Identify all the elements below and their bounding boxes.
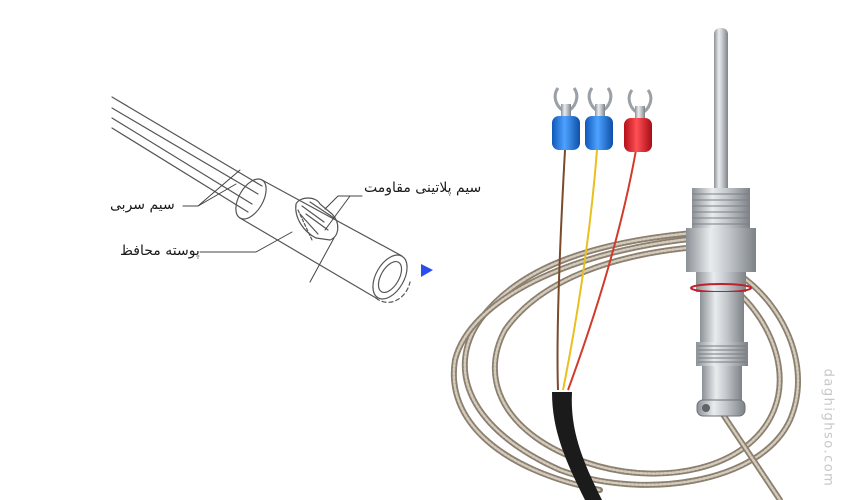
watermark: daghighso.com bbox=[812, 362, 844, 494]
label-protective-sheath: پوسته محافظ bbox=[120, 243, 200, 259]
terminal-red bbox=[624, 89, 653, 152]
protective-tube bbox=[235, 178, 411, 303]
pt100-sensor bbox=[450, 28, 802, 500]
terminal-blue-right bbox=[585, 87, 613, 150]
terminal-blue-left bbox=[552, 87, 580, 150]
label-platinum-wire: سیم پلاتینی مقاومت bbox=[364, 180, 482, 196]
lead-wires bbox=[111, 96, 263, 213]
threaded-fitting bbox=[686, 188, 756, 293]
tip-arrow-icon bbox=[421, 264, 433, 277]
aviation-connector bbox=[696, 292, 748, 417]
probe-rod bbox=[714, 28, 728, 194]
heat-shrink-sleeve bbox=[552, 392, 602, 500]
leader-lines bbox=[182, 169, 363, 283]
sensor-element-drawing bbox=[111, 96, 411, 303]
platinum-coil bbox=[295, 197, 339, 241]
lead-wires-colored bbox=[556, 149, 637, 391]
label-lead-wire: سیم سربی bbox=[110, 197, 175, 213]
braided-cable bbox=[450, 229, 802, 500]
watermark-text: daghighso.com bbox=[820, 368, 836, 488]
